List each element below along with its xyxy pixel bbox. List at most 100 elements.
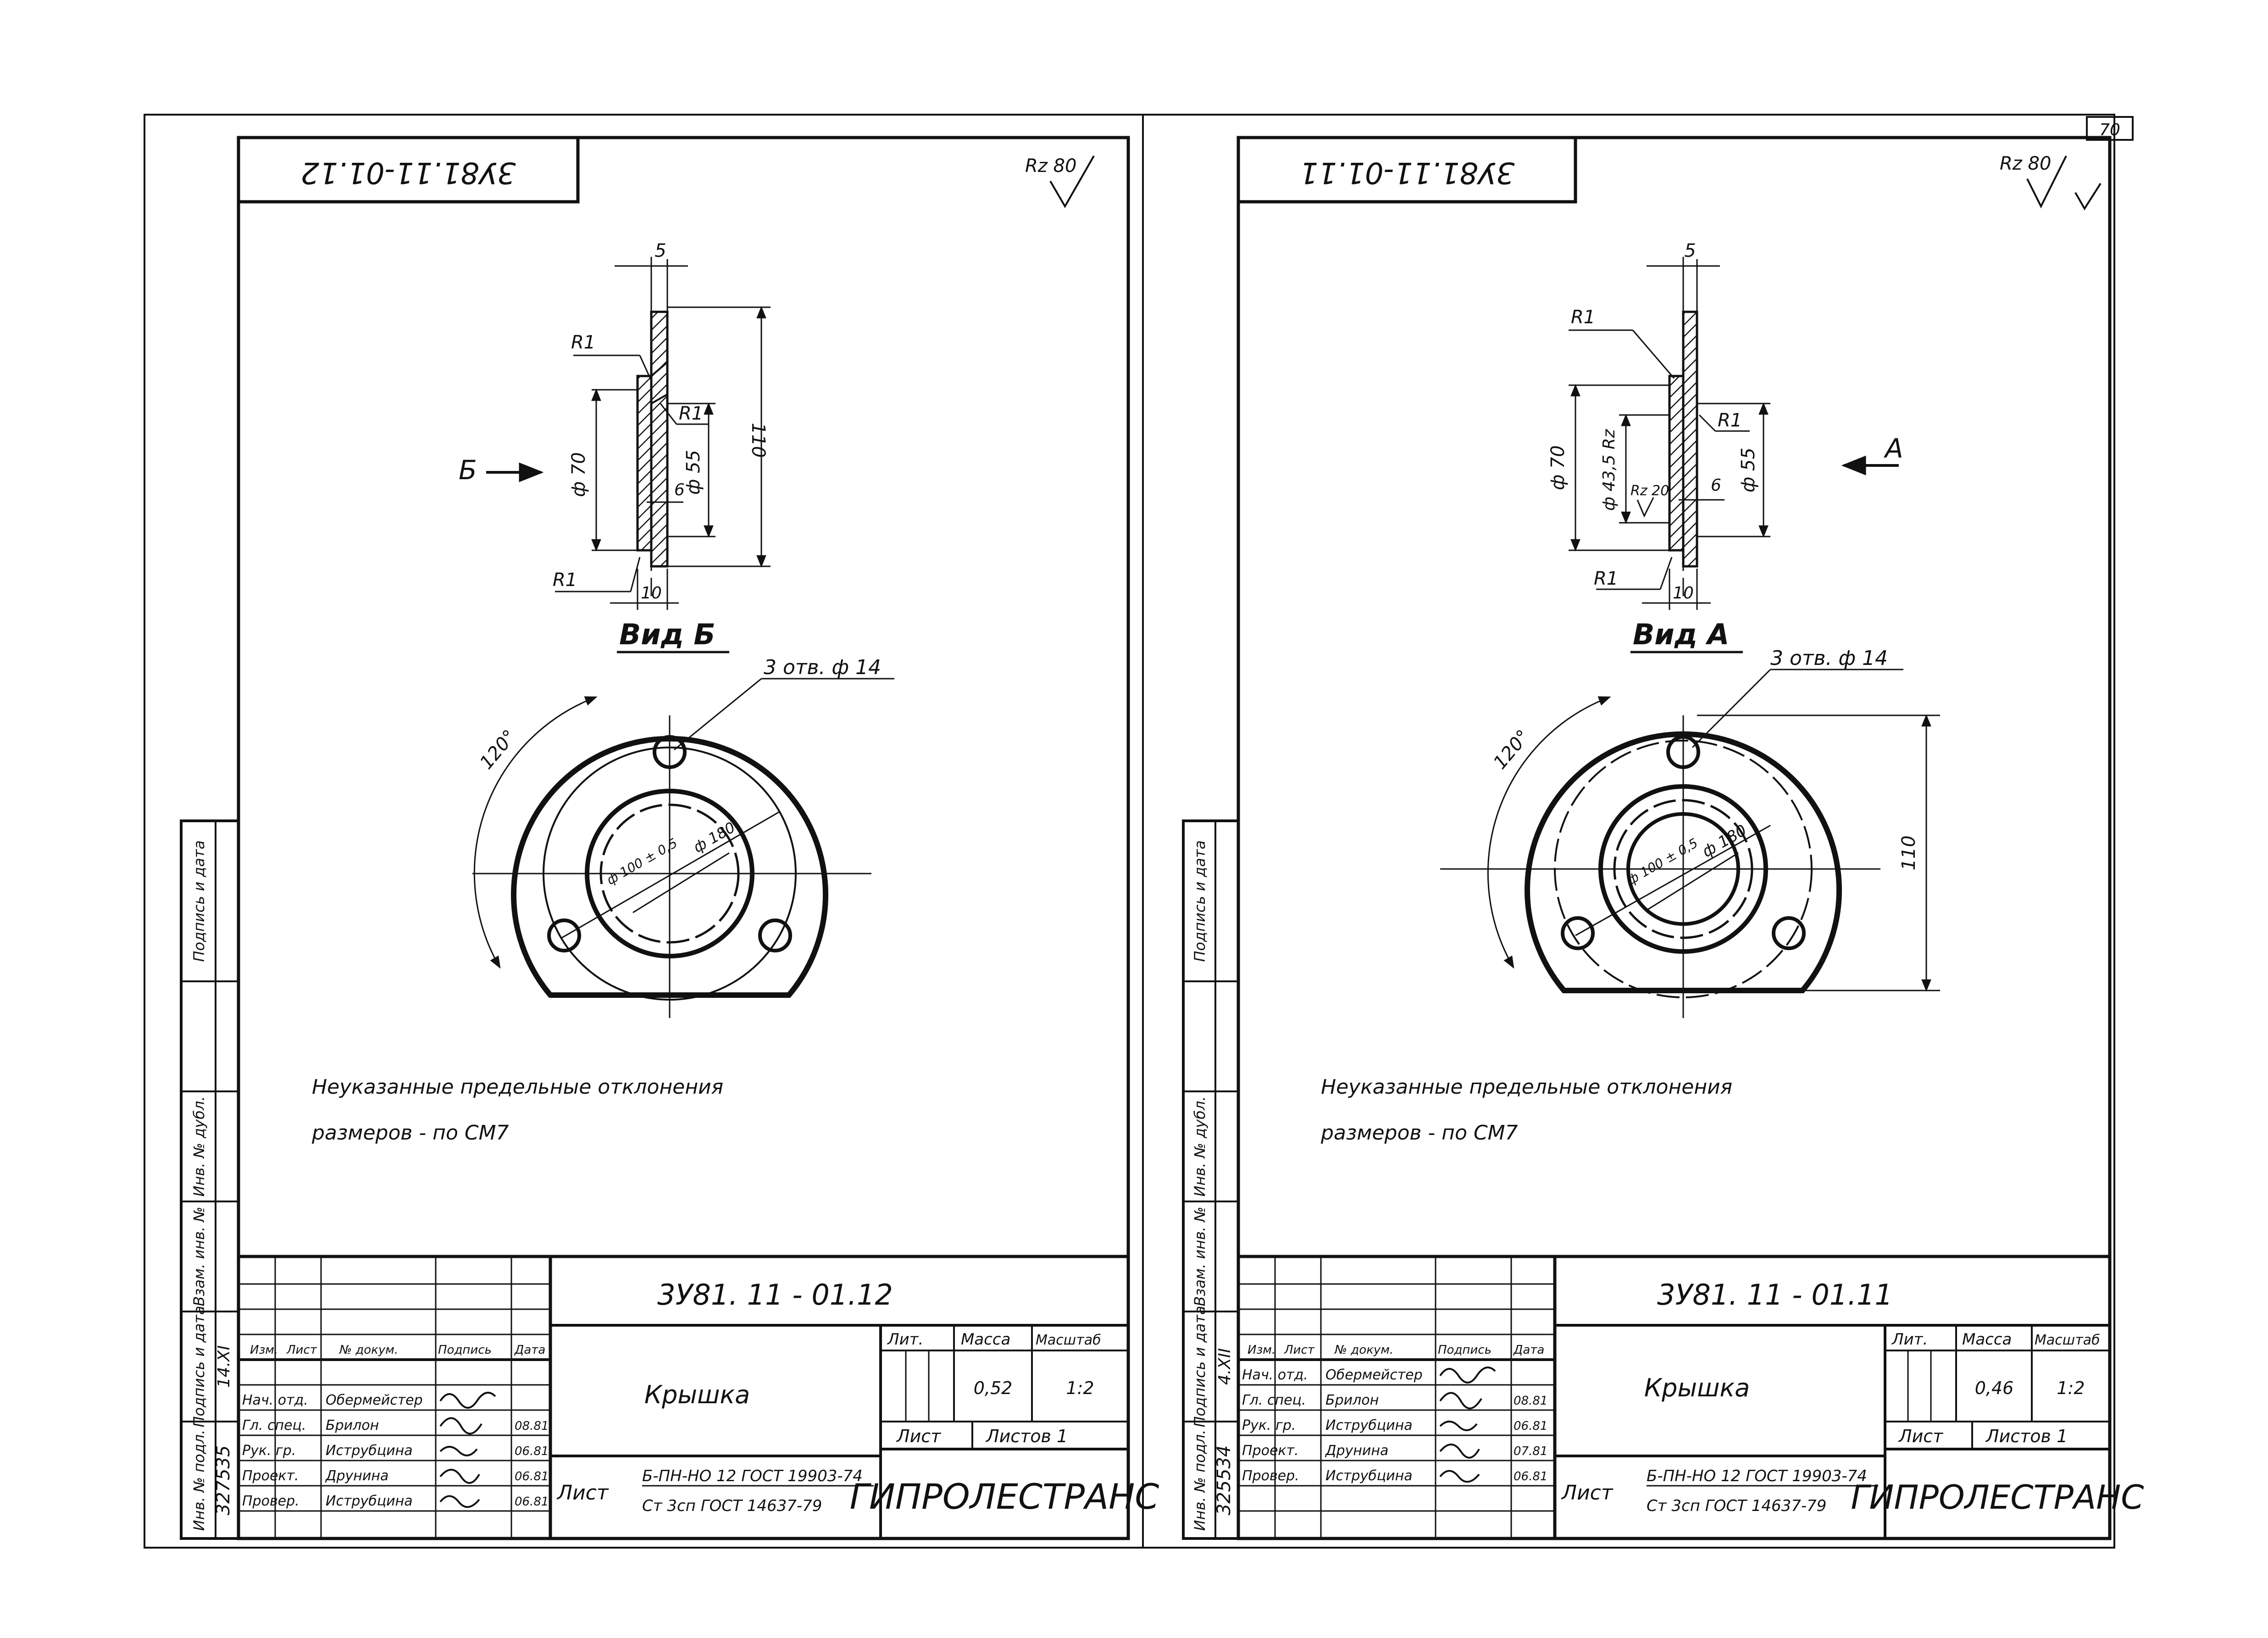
role-date: 06.81 bbox=[515, 1444, 549, 1458]
role-date: 08.81 bbox=[515, 1419, 549, 1433]
part-name: Крышка bbox=[1644, 1373, 1750, 1402]
roughness-check-mark bbox=[2026, 155, 2067, 209]
role-name: Друнина bbox=[325, 1468, 388, 1484]
inventory-number: 325534 bbox=[1214, 1445, 1235, 1516]
col-header-izm: Изм. bbox=[250, 1343, 278, 1357]
stamp-box-top bbox=[237, 136, 580, 204]
leader-r1 bbox=[1632, 330, 1675, 379]
role-date: 06.81 bbox=[515, 1470, 549, 1483]
mass-header: Масса bbox=[961, 1330, 1010, 1349]
roughness-label: Rz 80 bbox=[2000, 153, 2051, 174]
role-name: Брилон bbox=[1325, 1392, 1379, 1408]
section-hatch-body bbox=[1668, 375, 1685, 552]
dim-d110: 110 bbox=[1898, 836, 1919, 870]
signature-mark bbox=[1439, 1470, 1480, 1483]
dim-d10: 10 bbox=[641, 584, 662, 603]
signature-mark bbox=[439, 1446, 478, 1456]
role-date: 07.81 bbox=[1514, 1444, 1547, 1458]
role-name: Обермейстер bbox=[326, 1392, 423, 1408]
role-name: Друнина bbox=[1325, 1443, 1388, 1459]
role-label: Рук. гр. bbox=[242, 1443, 296, 1459]
holes-label: 3 отв. ф 14 bbox=[1770, 647, 1888, 670]
section-hatch-flange bbox=[650, 310, 669, 568]
role-name: Брилон bbox=[326, 1417, 379, 1433]
note-line-1: Неуказанные предельные отклонения bbox=[312, 1075, 723, 1099]
dim-d100: ф 100 ± 0,5 bbox=[604, 835, 680, 888]
plan-view: Вид А ф 180 ф 100 ± 0,5 3 отв. ф 14 120° bbox=[1440, 618, 1940, 1018]
leader-r1-inner bbox=[1698, 414, 1716, 432]
dim-thickness: 5 bbox=[654, 240, 666, 261]
side-column: Инв. № подл. Подпись и дата Взам. инв. №… bbox=[180, 819, 240, 1540]
signature-mark bbox=[439, 1392, 496, 1409]
stamp-code-top: 3У81.11-01.11 bbox=[1299, 155, 1514, 189]
roughness-label: Rz 80 bbox=[1025, 155, 1076, 177]
material-line-1: Б-ПН-НО 12 ГОСТ 19903-74 bbox=[642, 1467, 863, 1485]
inventory-date: 4.XII bbox=[1215, 1348, 1234, 1385]
dim-d180: ф 180 bbox=[1699, 821, 1750, 861]
role-label: Проект. bbox=[242, 1468, 299, 1484]
role-label: Рук. гр. bbox=[1242, 1417, 1296, 1433]
scale-value: 1:2 bbox=[2057, 1378, 2085, 1398]
angle-label: 120° bbox=[1489, 726, 1534, 773]
scale-header: Масштаб bbox=[1036, 1332, 1101, 1348]
org-name: ГИПРОЛЕСТРАНС bbox=[1851, 1478, 2144, 1516]
dim-line-d100 bbox=[632, 852, 730, 913]
section-hatch-flange bbox=[1682, 310, 1698, 568]
col-header-doc: № докум. bbox=[1334, 1343, 1393, 1357]
inventory-date: 14.XI bbox=[215, 1345, 233, 1388]
dim-r1-bottom: R1 bbox=[553, 570, 577, 591]
bolt-hole-right bbox=[758, 919, 792, 952]
signature-mark bbox=[439, 1495, 480, 1508]
sheets-count: Листов 1 bbox=[1985, 1426, 2068, 1446]
section-fillet bbox=[650, 360, 668, 405]
role-label: Нач. отд. bbox=[242, 1392, 308, 1408]
role-label: Проект. bbox=[1242, 1443, 1299, 1459]
sheets-count: Листов 1 bbox=[985, 1426, 1068, 1446]
signature-mark bbox=[1439, 1444, 1480, 1459]
roughness-check-mark bbox=[1049, 155, 1095, 209]
side-label-sign-date: Подпись и дата bbox=[1191, 1306, 1209, 1427]
bolt-hole-left bbox=[547, 919, 581, 952]
view-arrow-label: Б bbox=[459, 454, 477, 486]
lit-header: Лит. bbox=[887, 1330, 923, 1349]
leader-r1 bbox=[630, 557, 641, 592]
designation: 3У81. 11 - 01.12 bbox=[657, 1278, 893, 1312]
mass-value: 0,52 bbox=[974, 1378, 1013, 1398]
material-line-2: Ст 3сп ГОСТ 14637-79 bbox=[642, 1497, 822, 1515]
angle-arc bbox=[473, 696, 598, 969]
role-name: Иструбцина bbox=[326, 1493, 413, 1509]
leader-holes bbox=[1691, 669, 1771, 748]
note-line-2: размеров - по СМ7 bbox=[311, 1121, 509, 1145]
dim-d180: ф 180 bbox=[690, 819, 738, 856]
col-header-date: Дата bbox=[514, 1343, 545, 1357]
role-date: 06.81 bbox=[1514, 1470, 1547, 1483]
side-label-inv-podl: Инв. № подл. bbox=[1191, 1430, 1209, 1531]
role-label: Нач. отд. bbox=[1242, 1367, 1308, 1383]
note-line-2: размеров - по СМ7 bbox=[1320, 1121, 1518, 1145]
side-label-vzam: Взам. инв. № bbox=[190, 1206, 208, 1306]
dim-r1-bottom: R1 bbox=[1594, 568, 1618, 589]
dim-d55: ф 55 bbox=[1738, 448, 1759, 493]
section-view: 5 R1 R1 R1 ф 70 ф 55 bbox=[459, 240, 771, 610]
role-date: 06.81 bbox=[515, 1495, 549, 1509]
title-block: Изм. Лист № докум. Подпись Дата Нач. отд… bbox=[238, 1255, 1159, 1538]
col-header-izm: Изм. bbox=[1248, 1343, 1275, 1357]
dim-d10: 10 bbox=[1673, 584, 1694, 603]
role-name: Иструбцина bbox=[326, 1443, 413, 1459]
role-name: Иструбцина bbox=[1325, 1417, 1413, 1433]
side-label-sign-date-2: Подпись и дата bbox=[190, 840, 208, 962]
section-view: 5 R1 R1 R1 ф 70 ф 43,5 Rz Rz 20 bbox=[1547, 240, 1903, 610]
designation: 3У81. 11 - 01.11 bbox=[1657, 1278, 1893, 1312]
sheet-label: Лист bbox=[1898, 1426, 1944, 1446]
dim-r1-inner: R1 bbox=[679, 403, 703, 424]
leader-r1 bbox=[1659, 557, 1673, 590]
dim-thickness: 5 bbox=[1684, 240, 1696, 261]
rz20-mark bbox=[1636, 497, 1654, 518]
holes-label: 3 отв. ф 14 bbox=[764, 656, 881, 679]
col-header-doc: № докум. bbox=[338, 1343, 398, 1357]
title-block: Изм. Лист № докум. Подпись Дата Нач. отд… bbox=[1238, 1255, 2144, 1538]
leader-r1 bbox=[639, 355, 652, 381]
side-label-inv-podl: Инв. № подл. bbox=[190, 1430, 208, 1531]
col-header-list: Лист bbox=[286, 1343, 317, 1357]
